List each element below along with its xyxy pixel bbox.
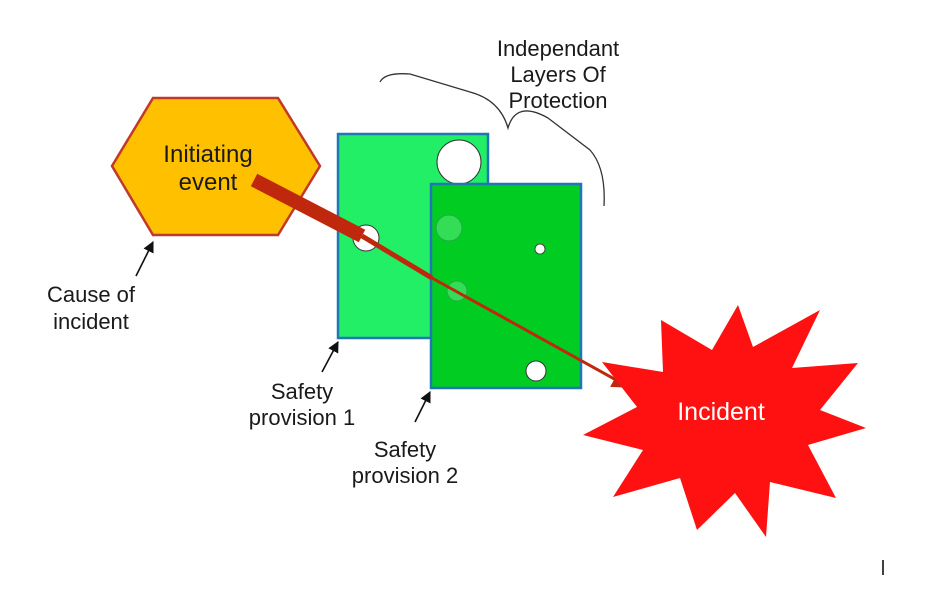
initiating-event-hexagon	[110, 96, 322, 237]
safety-provision-2-pointer-arrow	[414, 390, 431, 423]
layers-label-line3: Protection	[508, 88, 607, 113]
plate-1-hole	[436, 139, 482, 185]
initiating-event-label-line2: event	[179, 169, 238, 196]
layers-label-line1: Independant	[497, 36, 619, 61]
safety-provision-2-label-line1: Safety	[374, 437, 436, 462]
plate-2-hole	[435, 214, 463, 242]
cause-label-line2: incident	[53, 309, 129, 334]
trajectory-arrow	[431, 276, 631, 388]
trajectory-thick-segment	[250, 173, 366, 243]
layers-brace	[379, 73, 605, 207]
safety-provision-1-pointer-arrow	[321, 341, 339, 373]
incident-label: Incident	[677, 398, 765, 426]
safety-provision-2-label-line2: provision 2	[352, 463, 458, 488]
initiating-event-label-line1: Initiating	[163, 141, 252, 168]
cause-pointer-arrow	[135, 240, 154, 277]
incident-starburst	[583, 305, 866, 537]
layers-label-line2: Layers Of	[510, 62, 606, 87]
safety-provision-1-label-line2: provision 1	[249, 405, 355, 430]
plate-2-hole	[534, 243, 546, 255]
cause-label-line1: Cause of	[47, 282, 136, 307]
safety-provision-1-label-line1: Safety	[271, 379, 333, 404]
plate-2-hole	[525, 360, 547, 382]
trajectory-thin-segment	[360, 233, 434, 281]
